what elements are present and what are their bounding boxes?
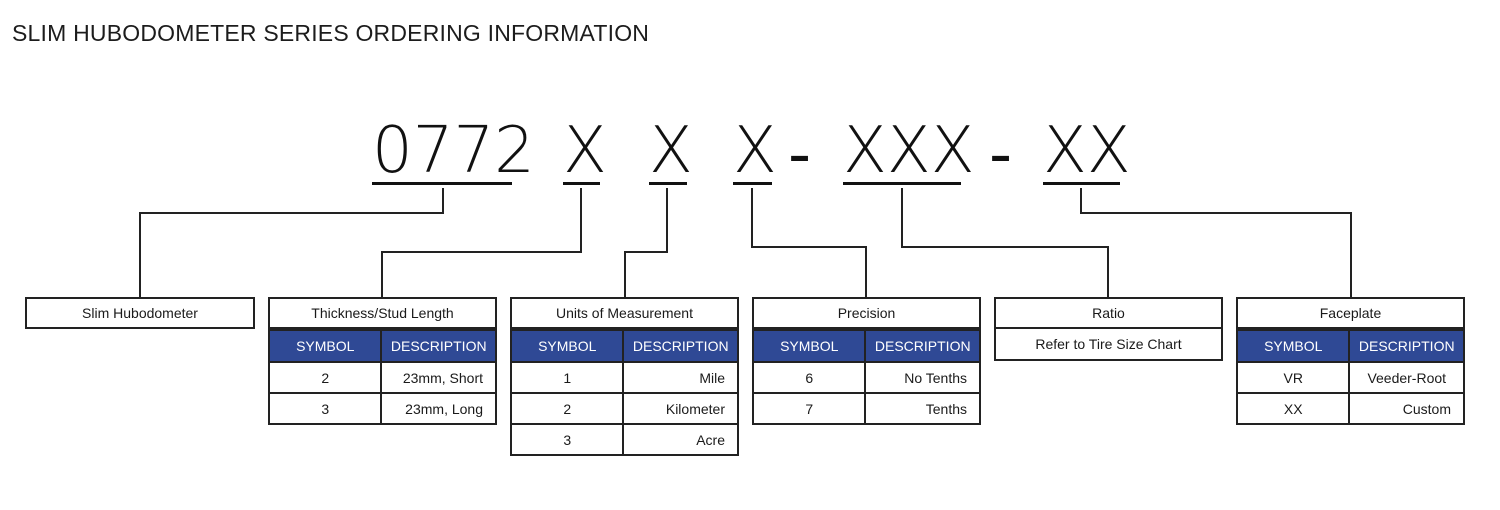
precision-title: Precision — [837, 305, 896, 321]
connector-faceplate — [1080, 188, 1352, 297]
table-header-symbol: SYMBOL — [509, 329, 625, 363]
table-row: 7 Tenths — [751, 392, 981, 425]
table-header-symbol: SYMBOL — [267, 329, 383, 363]
code-dash-1: - — [788, 118, 812, 192]
ratio-note-box: Refer to Tire Size Chart — [994, 329, 1223, 361]
faceplate-title: Faceplate — [1319, 305, 1382, 321]
table-header-description: DESCRIPTION — [864, 329, 981, 363]
table-cell-symbol: XX — [1235, 392, 1351, 425]
table-header-symbol: SYMBOL — [1235, 329, 1351, 363]
slim-hubodometer-title: Slim Hubodometer — [82, 305, 198, 321]
table-cell-description: Custom — [1348, 392, 1465, 425]
table-cell-symbol: 3 — [267, 392, 383, 425]
thickness-title: Thickness/Stud Length — [311, 305, 454, 321]
code-dash-2: - — [989, 118, 1013, 192]
table-row: XX Custom — [1235, 392, 1465, 425]
table-header-description: DESCRIPTION — [380, 329, 497, 363]
connector-ratio — [901, 188, 1109, 297]
table-cell-description: Veeder-Root — [1348, 361, 1465, 394]
thickness-title-box: Thickness/Stud Length — [268, 297, 497, 329]
faceplate-table: SYMBOL DESCRIPTION VR Veeder-Root XX Cus… — [1235, 329, 1465, 425]
code-thickness: X — [563, 114, 607, 188]
table-cell-symbol: 6 — [751, 361, 867, 394]
code-units: X — [649, 114, 693, 188]
connector-units — [624, 188, 668, 297]
table-row: VR Veeder-Root — [1235, 361, 1465, 394]
table-cell-symbol: 2 — [509, 392, 625, 425]
connector-precision — [751, 188, 867, 297]
units-title: Units of Measurement — [556, 305, 693, 321]
precision-table: SYMBOL DESCRIPTION 6 No Tenths 7 Tenths — [751, 329, 981, 425]
table-row: 3 Acre — [509, 423, 739, 456]
units-title-box: Units of Measurement — [510, 297, 739, 329]
table-row: 2 23mm, Short — [267, 361, 497, 394]
table-row: 1 Mile — [509, 361, 739, 394]
table-cell-description: Acre — [622, 423, 739, 456]
thickness-table: SYMBOL DESCRIPTION 2 23mm, Short 3 23mm,… — [267, 329, 497, 425]
table-cell-symbol: 3 — [509, 423, 625, 456]
table-cell-description: No Tenths — [864, 361, 981, 394]
table-cell-symbol: 2 — [267, 361, 383, 394]
table-cell-symbol: VR — [1235, 361, 1351, 394]
ratio-title: Ratio — [1092, 305, 1125, 321]
table-cell-description: 23mm, Short — [380, 361, 497, 394]
connector-thickness — [381, 188, 582, 297]
table-cell-symbol: 7 — [751, 392, 867, 425]
code-precision: X — [733, 114, 777, 188]
table-row: 6 No Tenths — [751, 361, 981, 394]
table-cell-description: Mile — [622, 361, 739, 394]
table-cell-description: Tenths — [864, 392, 981, 425]
code-base: 0772 — [372, 114, 535, 188]
table-header-symbol: SYMBOL — [751, 329, 867, 363]
table-row: 2 Kilometer — [509, 392, 739, 425]
page-title: SLIM HUBODOMETER SERIES ORDERING INFORMA… — [12, 20, 650, 46]
table-cell-symbol: 1 — [509, 361, 625, 394]
code-ratio: XXX — [843, 114, 975, 188]
units-table: SYMBOL DESCRIPTION 1 Mile 2 Kilometer 3 … — [509, 329, 739, 456]
precision-title-box: Precision — [752, 297, 981, 329]
connector-slim — [139, 188, 444, 297]
table-row: 3 23mm, Long — [267, 392, 497, 425]
table-cell-description: 23mm, Long — [380, 392, 497, 425]
slim-hubodometer-box: Slim Hubodometer — [25, 297, 255, 329]
table-header-description: DESCRIPTION — [1348, 329, 1465, 363]
code-faceplate: XX — [1043, 114, 1131, 188]
table-header-description: DESCRIPTION — [622, 329, 739, 363]
faceplate-title-box: Faceplate — [1236, 297, 1465, 329]
ratio-note: Refer to Tire Size Chart — [1035, 336, 1182, 352]
table-cell-description: Kilometer — [622, 392, 739, 425]
ratio-title-box: Ratio — [994, 297, 1223, 329]
